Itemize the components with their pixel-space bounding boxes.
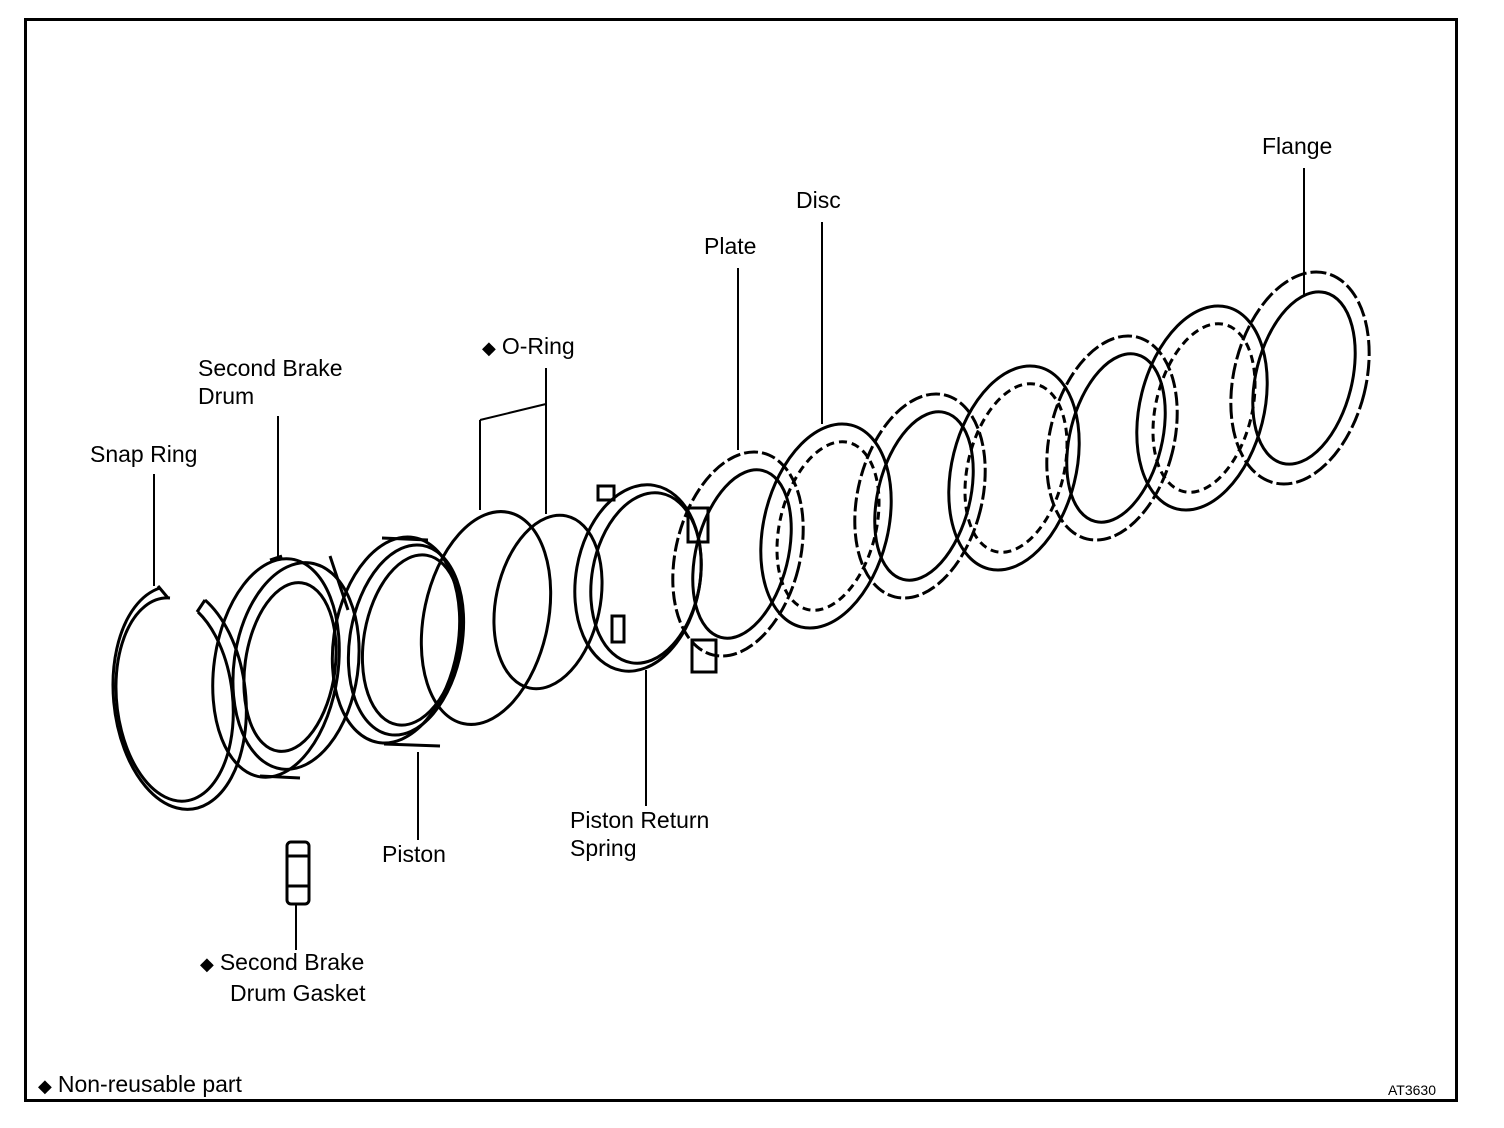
plate-2: [853, 392, 987, 600]
label-second-brake-drum-gasket: ◆Second Brake Drum Gasket: [200, 949, 366, 1006]
plate-3: [1045, 334, 1179, 542]
disc-parts: [759, 304, 1269, 630]
plate-parts: [671, 334, 1179, 658]
o-ring-parts: [419, 510, 604, 726]
label-second-brake-drum: Second Brake Drum: [198, 355, 343, 409]
legend-non-reusable: ◆Non-reusable part: [38, 1071, 242, 1097]
diagram-frame: [24, 18, 1458, 1102]
piston-part: [330, 535, 466, 748]
second-brake-drum-part: [211, 554, 361, 780]
label-piston-return-spring: Piston Return Spring: [570, 807, 710, 861]
gasket-part: [285, 840, 311, 906]
label-disc: Disc: [796, 187, 841, 213]
leader-o-ring: [479, 368, 547, 514]
flange-part: [1229, 270, 1371, 486]
non-reusable-diamond-icon: ◆: [38, 1076, 52, 1097]
non-reusable-diamond-icon: ◆: [482, 338, 496, 359]
leader-lines: [153, 168, 1305, 950]
label-snap-ring: Snap Ring: [90, 441, 198, 467]
non-reusable-diamond-icon: ◆: [200, 954, 214, 975]
disc-2: [947, 364, 1081, 572]
label-piston: Piston: [382, 841, 446, 867]
snap-ring-part: [111, 585, 248, 811]
label-plate: Plate: [704, 233, 757, 259]
label-o-ring: ◆O-Ring: [482, 333, 575, 359]
label-flange: Flange: [1262, 133, 1333, 159]
figure-code: AT3630: [1388, 1082, 1436, 1098]
disc-3: [1135, 304, 1269, 512]
disc-1: [759, 422, 893, 630]
plate-1: [671, 450, 805, 658]
piston-return-spring-part: [573, 483, 718, 674]
